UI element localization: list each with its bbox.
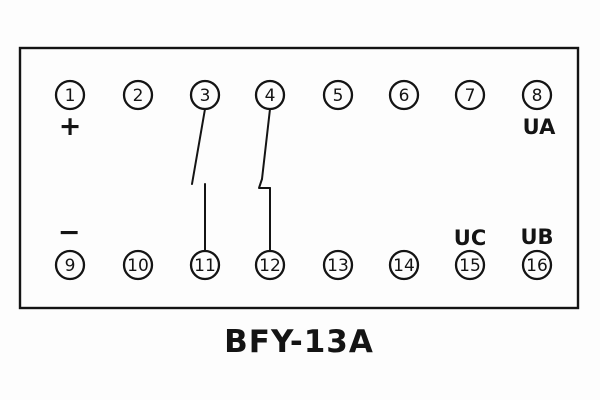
terminal-15: 15 — [454, 249, 486, 281]
terminal-2: 2 — [122, 79, 154, 111]
terminal-14-label: 14 — [393, 256, 415, 276]
terminal-row-top: 1 2 3 4 5 6 7 — [54, 79, 553, 111]
terminal-7: 7 — [454, 79, 486, 111]
terminal-2-circle — [122, 79, 154, 111]
contact-3-11-blade — [191, 108, 206, 185]
contact-3-11 — [191, 108, 206, 252]
terminal-13-circle — [322, 249, 354, 281]
terminal-8-circle — [521, 79, 553, 111]
terminal-6: 6 — [388, 79, 420, 111]
terminal-12-label: 12 — [259, 256, 281, 276]
terminal-8: 8 — [521, 79, 553, 111]
uc-voltage-label: UC — [454, 226, 486, 250]
terminal-1: 1 — [54, 79, 86, 111]
terminal-7-label: 7 — [465, 86, 476, 106]
ub-voltage-label: UB — [520, 225, 553, 249]
terminal-3-circle — [189, 79, 221, 111]
minus-polarity-label: − — [58, 217, 81, 248]
terminal-6-label: 6 — [399, 86, 410, 106]
terminal-4-circle — [254, 79, 286, 111]
terminal-8-label: 8 — [532, 86, 543, 106]
terminal-2-label: 2 — [133, 86, 144, 106]
plus-polarity-label: + — [59, 111, 82, 142]
terminal-4-label: 4 — [265, 86, 276, 106]
contact-4-12 — [258, 108, 271, 252]
terminal-15-label: 15 — [459, 256, 481, 276]
terminal-12: 12 — [254, 249, 286, 281]
terminal-10-circle — [122, 249, 154, 281]
terminal-1-label: 1 — [65, 86, 76, 106]
terminal-3-label: 3 — [200, 86, 211, 106]
terminal-16-label: 16 — [526, 256, 548, 276]
terminal-15-circle — [454, 249, 486, 281]
terminal-12-circle — [254, 249, 286, 281]
terminal-16-circle — [521, 249, 553, 281]
terminal-5-label: 5 — [333, 86, 344, 106]
terminal-10: 10 — [122, 249, 154, 281]
terminal-11-circle — [189, 249, 221, 281]
diagram-title: BFY-13A — [224, 324, 374, 360]
ua-voltage-label: UA — [523, 115, 556, 139]
terminal-3: 3 — [189, 79, 221, 111]
terminal-14-circle — [388, 249, 420, 281]
terminal-5-circle — [322, 79, 354, 111]
terminal-5: 5 — [322, 79, 354, 111]
enclosure-outline — [18, 46, 580, 310]
terminal-9: 9 — [54, 249, 86, 281]
terminal-1-circle — [54, 79, 86, 111]
contact-4-12-hook — [258, 178, 271, 189]
terminal-11-label: 11 — [194, 256, 216, 276]
terminal-13-label: 13 — [327, 256, 349, 276]
terminal-16: 16 — [521, 249, 553, 281]
terminal-11: 11 — [189, 249, 221, 281]
terminal-6-circle — [388, 79, 420, 111]
terminal-13: 13 — [322, 249, 354, 281]
terminal-9-label: 9 — [65, 256, 76, 276]
terminal-row-bottom: 9 10 11 12 13 14 — [54, 249, 553, 281]
terminal-10-label: 10 — [127, 256, 149, 276]
terminal-9-circle — [54, 249, 86, 281]
terminal-7-circle — [454, 79, 486, 111]
terminal-4: 4 — [254, 79, 286, 111]
contact-4-12-blade — [261, 108, 271, 180]
terminal-14: 14 — [388, 249, 420, 281]
